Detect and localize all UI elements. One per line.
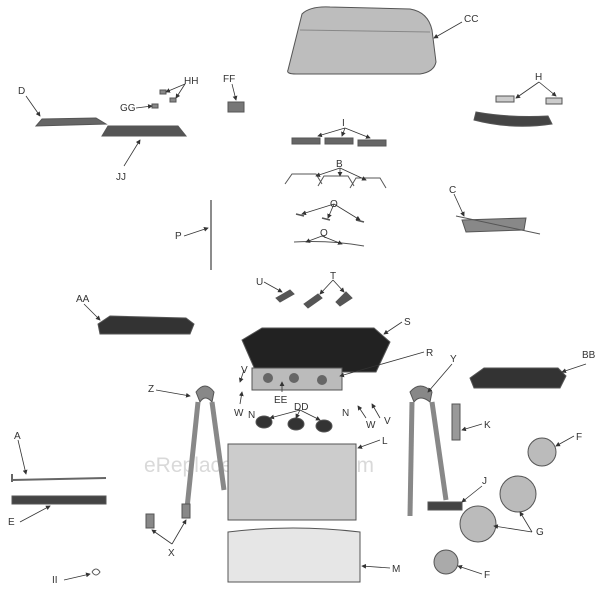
part-control-panel bbox=[251, 367, 343, 391]
part-casters bbox=[145, 503, 191, 529]
label-O: O bbox=[330, 199, 338, 210]
part-knobs bbox=[255, 415, 333, 433]
part-ignitor bbox=[227, 101, 245, 113]
part-warming-grate bbox=[34, 117, 108, 127]
label-I: I bbox=[342, 118, 345, 129]
label-S: S bbox=[404, 317, 411, 328]
part-left-shelf bbox=[97, 315, 195, 335]
part-left-leg bbox=[183, 385, 227, 519]
part-lid bbox=[287, 6, 437, 75]
label-Q: Q bbox=[320, 228, 328, 239]
label-Y: Y bbox=[450, 354, 457, 365]
part-bottom-bar bbox=[11, 495, 107, 505]
part-clip bbox=[91, 568, 101, 576]
part-back-panel bbox=[227, 443, 357, 521]
label-W-right: W bbox=[366, 420, 376, 431]
label-D: D bbox=[18, 86, 25, 97]
part-valves bbox=[275, 289, 353, 309]
label-B: B bbox=[336, 159, 343, 170]
label-H: H bbox=[535, 72, 542, 83]
part-wire bbox=[293, 241, 365, 247]
part-right-leg bbox=[407, 385, 449, 517]
part-bracket bbox=[451, 403, 461, 441]
part-right-shelf bbox=[469, 367, 567, 389]
label-GG: GG bbox=[120, 103, 136, 114]
part-clips bbox=[151, 89, 177, 109]
label-W-left: W bbox=[234, 408, 244, 419]
part-electrodes bbox=[295, 213, 365, 223]
part-tray bbox=[427, 501, 463, 511]
label-L: L bbox=[382, 436, 388, 447]
part-firebox bbox=[241, 327, 391, 373]
part-handle bbox=[473, 95, 563, 127]
label-JJ: JJ bbox=[116, 172, 126, 183]
label-M: M bbox=[392, 564, 400, 575]
label-A: A bbox=[14, 431, 21, 442]
label-R: R bbox=[426, 348, 433, 359]
label-II: II bbox=[52, 575, 58, 586]
part-bottom-panel bbox=[227, 527, 361, 583]
label-K: K bbox=[484, 420, 491, 431]
label-FF: FF bbox=[223, 74, 235, 85]
label-BB: BB bbox=[582, 350, 596, 361]
label-F-top: F bbox=[576, 432, 582, 443]
label-N-right: N bbox=[342, 408, 349, 419]
label-G: G bbox=[536, 527, 544, 538]
label-P: P bbox=[175, 231, 182, 242]
part-heat-plates bbox=[291, 137, 387, 147]
label-AA: AA bbox=[76, 294, 90, 305]
label-HH: HH bbox=[184, 76, 198, 87]
part-wheels bbox=[433, 437, 557, 575]
label-X: X bbox=[168, 548, 175, 559]
label-F-bottom: F bbox=[484, 570, 490, 581]
label-J: J bbox=[482, 476, 487, 487]
label-V-left: V bbox=[241, 365, 248, 376]
label-N-left: N bbox=[248, 410, 255, 421]
label-Z: Z bbox=[148, 384, 154, 395]
label-DD: DD bbox=[294, 402, 308, 413]
part-axle bbox=[11, 474, 107, 482]
label-V-right: V bbox=[384, 416, 391, 427]
label-T: T bbox=[330, 271, 336, 282]
label-CC: CC bbox=[464, 14, 478, 25]
part-warming-rack bbox=[455, 215, 541, 235]
part-burners bbox=[284, 173, 387, 189]
label-EE: EE bbox=[274, 395, 288, 406]
part-cooking-grate bbox=[101, 125, 188, 137]
label-E: E bbox=[8, 517, 15, 528]
label-C: C bbox=[449, 185, 456, 196]
label-U: U bbox=[256, 277, 263, 288]
